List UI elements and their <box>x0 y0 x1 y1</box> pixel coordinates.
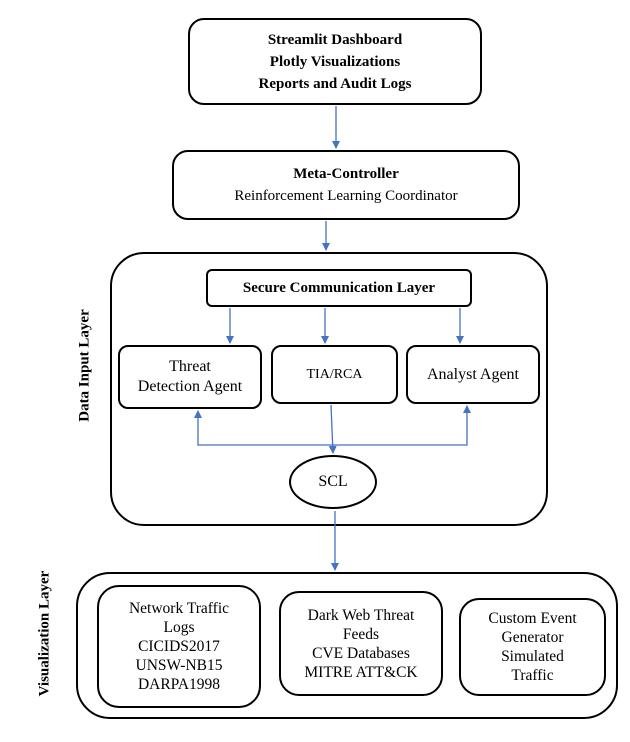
dark-web-line-3: CVE Databases <box>312 644 410 662</box>
network-traffic-line-1: Network Traffic <box>128 600 230 617</box>
dark-web-line-4: MITRE ATT&CK <box>304 663 418 681</box>
dark-web-line-2: Feeds <box>342 625 380 643</box>
threat-detection-agent-box: Threat Detection Agent <box>118 345 262 409</box>
custom-event-line-1: Custom Event <box>488 610 577 627</box>
network-traffic-line-4: UNSW-NB15 <box>135 657 223 674</box>
analyst-agent-box: Analyst Agent <box>406 345 540 404</box>
tia-rca-label: TIA/RCA <box>306 366 363 382</box>
dashboard-line-2: Plotly Visualizations <box>269 53 401 70</box>
meta-controller-box: Meta-Controller Reinforcement Learning C… <box>172 150 520 220</box>
dashboard-box: Streamlit Dashboard Plotly Visualization… <box>188 18 482 105</box>
secure-communication-layer-box: Secure Communication Layer <box>206 269 472 307</box>
dark-web-box: Dark Web Threat Feeds CVE Databases MITR… <box>279 591 443 696</box>
visualization-layer-container <box>76 572 618 719</box>
custom-event-box: Custom Event Generator Simulated Traffic <box>459 598 606 696</box>
dashboard-line-1: Streamlit Dashboard <box>267 31 403 48</box>
dark-web-line-1: Dark Web Threat <box>307 606 415 624</box>
tia-rca-agent-box: TIA/RCA <box>271 345 398 404</box>
secure-communication-label: Secure Communication Layer <box>242 280 436 296</box>
custom-event-line-3: Simulated <box>501 648 564 665</box>
network-traffic-box: Network Traffic Logs CICIDS2017 UNSW-NB1… <box>97 585 261 708</box>
analyst-agent-label: Analyst Agent <box>427 365 519 383</box>
threat-detection-line-1: Threat <box>169 358 211 375</box>
visualization-layer-label: Visualization Layer <box>36 570 53 697</box>
data-input-layer-container <box>110 252 548 526</box>
threat-detection-line-2: Detection Agent <box>137 378 243 395</box>
custom-event-line-4: Traffic <box>511 667 554 684</box>
network-traffic-line-5: DARPA1998 <box>137 676 221 693</box>
meta-controller-subtitle: Reinforcement Learning Coordinator <box>234 188 458 204</box>
data-input-layer-label: Data Input Layer <box>76 309 93 422</box>
network-traffic-line-2: Logs <box>163 619 195 636</box>
network-traffic-line-3: CICIDS2017 <box>138 638 220 655</box>
meta-controller-title: Meta-Controller <box>293 166 399 182</box>
scl-node: SCL <box>289 455 377 509</box>
custom-event-line-2: Generator <box>501 629 564 646</box>
scl-label: SCL <box>318 473 348 490</box>
dashboard-line-3: Reports and Audit Logs <box>258 75 412 92</box>
